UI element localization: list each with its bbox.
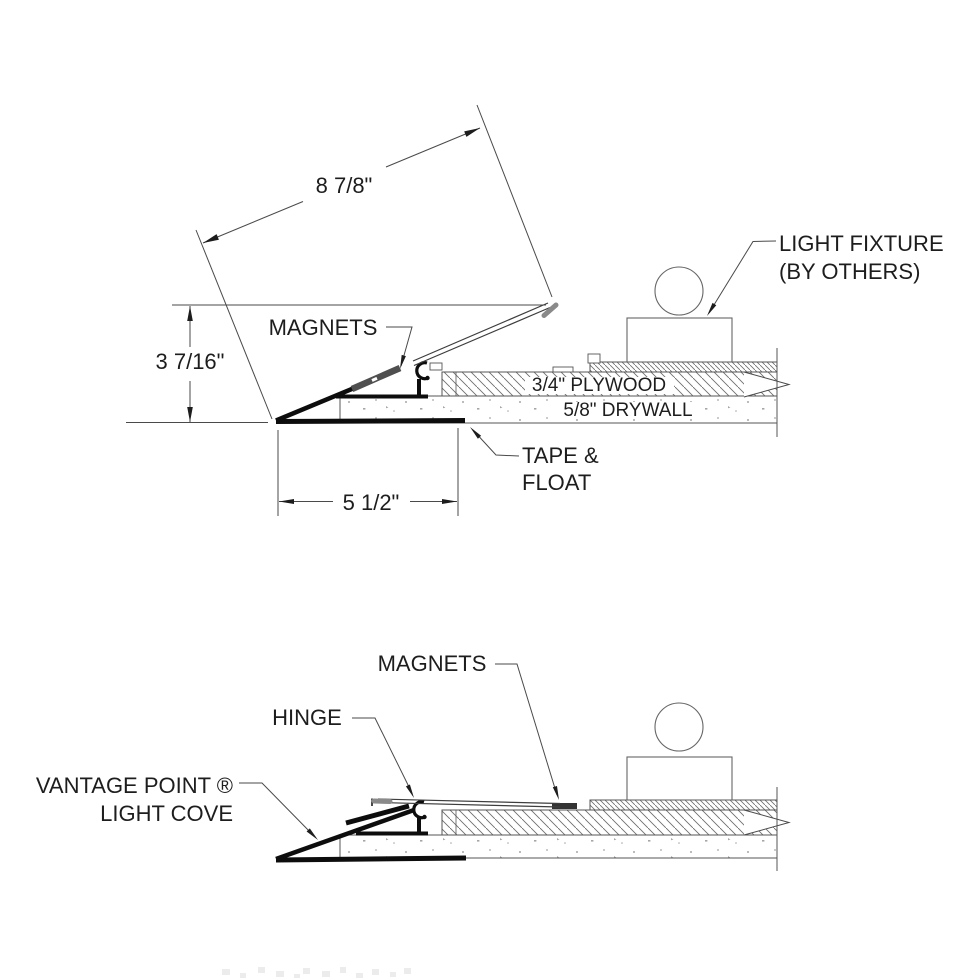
leader-light-fixture [708, 240, 777, 314]
arrowhead [400, 354, 406, 369]
label-tape-float: TAPE & FLOAT [470, 427, 599, 495]
detail-open-position: 8 7/8" 3 7/16" 5 1/2" MAGNETS [126, 104, 944, 516]
text-mask [525, 377, 674, 394]
magnet-bar-closed [345, 803, 410, 826]
leader-magnets-open [386, 326, 413, 367]
arrowhead [405, 784, 414, 798]
fixture-lamp [654, 266, 704, 316]
svg-text:FLOAT: FLOAT [522, 470, 591, 495]
svg-text:LIGHT COVE: LIGHT COVE [100, 801, 233, 826]
door-end-cap-closed [371, 798, 393, 804]
magnet-bar-gap [371, 376, 378, 382]
layer-mounting-strip-closed [589, 799, 778, 811]
layer-plywood-closed [441, 809, 778, 836]
hinge-knuckle-closed [412, 800, 426, 820]
svg-text:MAGNETS: MAGNETS [378, 651, 487, 676]
label-light-fixture: LIGHT FIXTURE (BY OTHERS) [707, 231, 944, 316]
dimension-5-1-2: 5 1/2" [277, 428, 459, 516]
svg-text:LIGHT FIXTURE: LIGHT FIXTURE [779, 231, 944, 256]
arrowhead [187, 407, 193, 422]
cove-profile-closed [275, 800, 467, 863]
arrowhead [203, 234, 219, 243]
arrowhead [279, 499, 294, 504]
arrowhead [442, 499, 457, 504]
label-product-name: VANTAGE POINT ® LIGHT COVE [36, 773, 318, 840]
svg-text:HINGE: HINGE [272, 705, 342, 730]
door-end-cap-open [541, 302, 559, 318]
leader-magnets-closed [495, 663, 558, 796]
leader-hinge [352, 717, 412, 792]
dimension-3-7-16: 3 7/16" [126, 304, 546, 423]
label-drywall-open: 5/8" DRYWALL [563, 400, 692, 421]
leader-tape-float [472, 429, 520, 457]
svg-text:TAPE &: TAPE & [522, 443, 599, 468]
svg-text:(BY OTHERS): (BY OTHERS) [779, 259, 920, 284]
strip-clip [587, 353, 601, 364]
label-hinge: HINGE [272, 705, 414, 798]
hinge-seat [429, 362, 443, 371]
cropped-artifact [222, 967, 411, 978]
arrowhead [306, 828, 318, 840]
layer-mounting-strip-open [589, 361, 778, 373]
arrowhead [552, 786, 559, 800]
dim-text-flap-length: 8 7/8" [316, 173, 373, 198]
fixture-body [626, 756, 733, 801]
light-fixture-open [626, 266, 733, 363]
text-mask [557, 402, 699, 419]
strip-clip [552, 366, 574, 373]
svg-text:VANTAGE POINT ®: VANTAGE POINT ® [36, 773, 233, 798]
fixture-body [626, 317, 733, 363]
dim-text-height: 3 7/16" [156, 349, 225, 374]
arrowhead [707, 302, 717, 316]
fixture-lamp [654, 702, 704, 752]
label-plywood-open: 3/4" PLYWOOD [532, 375, 666, 396]
label-magnets-closed: MAGNETS [378, 651, 559, 800]
detail-closed-position: MAGNETS HINGE VANTAGE POINT ® LIGHT COVE [36, 651, 791, 871]
dimension-8-7-8: 8 7/8" [195, 104, 553, 420]
arrowhead [470, 427, 482, 439]
arrowhead [187, 306, 193, 321]
layer-drywall-closed [339, 834, 778, 859]
hinge-knuckle-open [415, 361, 429, 381]
svg-text:MAGNETS: MAGNETS [269, 315, 378, 340]
break-symbol-closed [743, 787, 791, 871]
leader-product-name [239, 782, 316, 838]
label-magnets-open: MAGNETS [269, 315, 413, 369]
magnet-catch-strip [552, 803, 577, 809]
cove-door-open [412, 302, 551, 367]
light-fixture-closed [626, 702, 733, 801]
dim-text-base-width: 5 1/2" [343, 490, 400, 515]
arrowhead [464, 128, 480, 137]
break-symbol-open [743, 348, 791, 437]
